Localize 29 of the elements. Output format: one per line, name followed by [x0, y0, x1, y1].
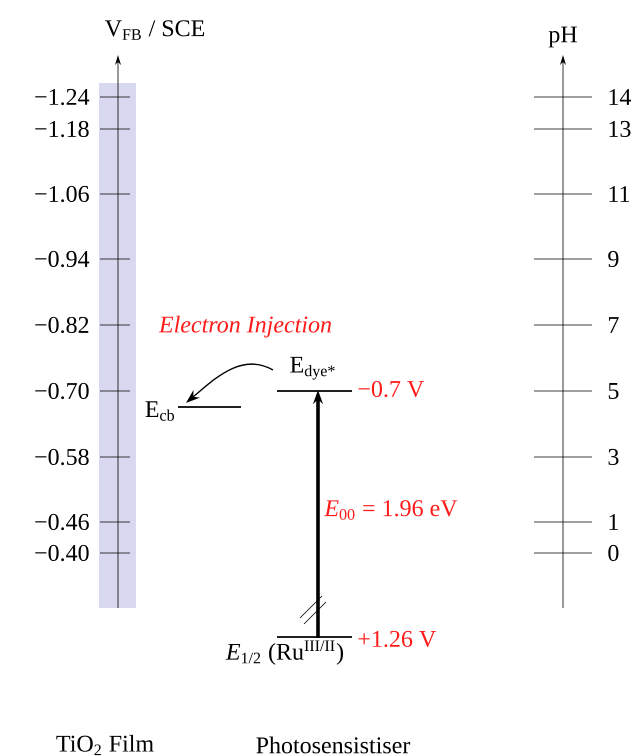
- tick-label: 7: [608, 317, 619, 333]
- tick-label: 0: [608, 544, 618, 562]
- tick-label: −0.40: [35, 544, 89, 562]
- edge-label: E$_{00}$ = 1.96 eV: [322, 498, 460, 522]
- tick-label: −1.18: [35, 120, 89, 138]
- tick-label: 14: [610, 89, 632, 105]
- tick-label: −1.06: [35, 186, 89, 202]
- axis-title: pH: [548, 26, 577, 48]
- tick-label: −0.94: [35, 250, 90, 268]
- tick-label: 3: [608, 448, 618, 466]
- tick-label: 13: [610, 120, 630, 138]
- potential-value: +1.26 V: [358, 630, 436, 648]
- tick-label: −0.46: [35, 514, 89, 530]
- tick-label: 1: [610, 514, 618, 530]
- tick-label: 5: [608, 383, 618, 399]
- axis-title: V$_{FB}$ / SCE: [105, 20, 204, 40]
- tick-label: −0.58: [35, 448, 89, 466]
- tick-label: −1.24: [35, 88, 90, 106]
- tick-label: −0.82: [35, 316, 88, 334]
- edge-label: Electron Injection: [156, 314, 334, 340]
- energy-level: E$_{1/2}$ (Ru$^{III/II}$): [226, 636, 352, 665]
- column-label: Photosensistiser: [256, 736, 410, 754]
- column-label: TiO$_{2}$ Film: [56, 734, 154, 756]
- tick-label: 11: [610, 186, 630, 202]
- tick-label: −0.70: [35, 382, 89, 400]
- tick-label: 9: [608, 250, 618, 268]
- potential-value: −0.7 V: [358, 380, 424, 398]
- energy-level: E$_{dye*}$: [277, 356, 352, 392]
- energy-level: E$_{cb}$: [146, 401, 241, 421]
